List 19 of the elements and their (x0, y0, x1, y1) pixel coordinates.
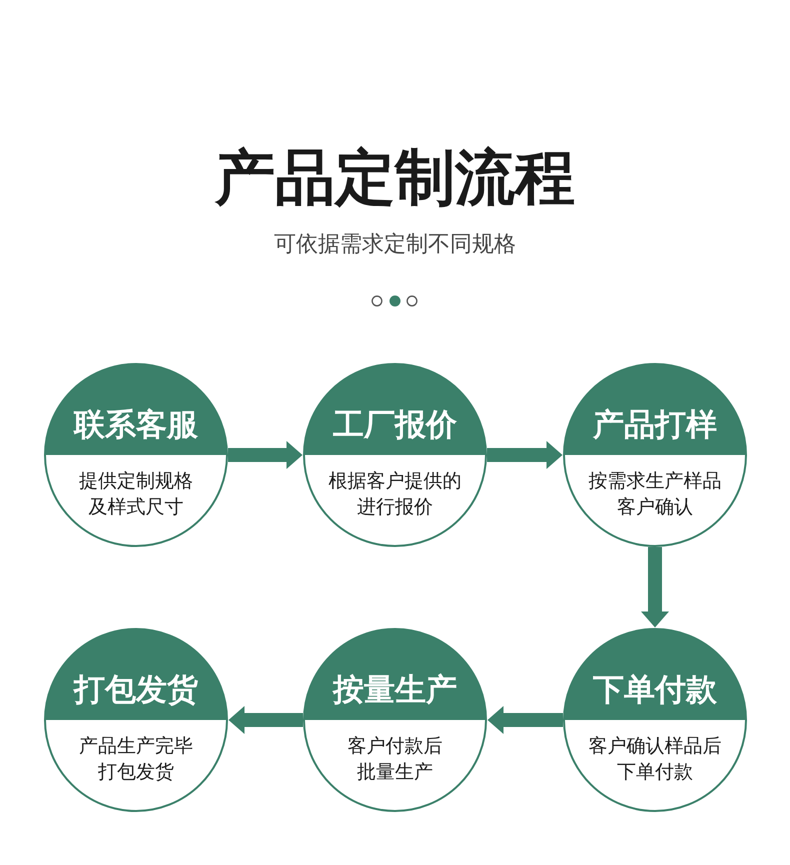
step-heading: 联系客服 (74, 406, 198, 444)
step-description: 客户确认样品后下单付款 (588, 734, 722, 785)
step-heading: 按量生产 (333, 672, 457, 708)
step-heading: 打包发货 (74, 672, 198, 708)
step-description: 客户付款后批量生产 (346, 734, 444, 785)
arrow (228, 441, 302, 469)
arrow (641, 547, 669, 628)
step-description: 产品生产完毕打包发货 (78, 734, 194, 785)
step-description: 提供定制规格及样式尺寸 (78, 469, 194, 520)
arrow (488, 706, 563, 734)
step-description: 按需求生产样品客户确认 (588, 469, 722, 520)
step-heading: 工厂报价 (333, 406, 457, 444)
step-description: 根据客户提供的进行报价 (328, 469, 462, 520)
title: 产品定制流程 (215, 142, 575, 214)
arrow (487, 441, 562, 469)
step-heading: 下单付款 (593, 672, 717, 708)
subtitle: 可依据需求定制不同规格 (274, 232, 516, 258)
step-heading: 产品打样 (593, 406, 717, 444)
arrow (228, 706, 303, 734)
